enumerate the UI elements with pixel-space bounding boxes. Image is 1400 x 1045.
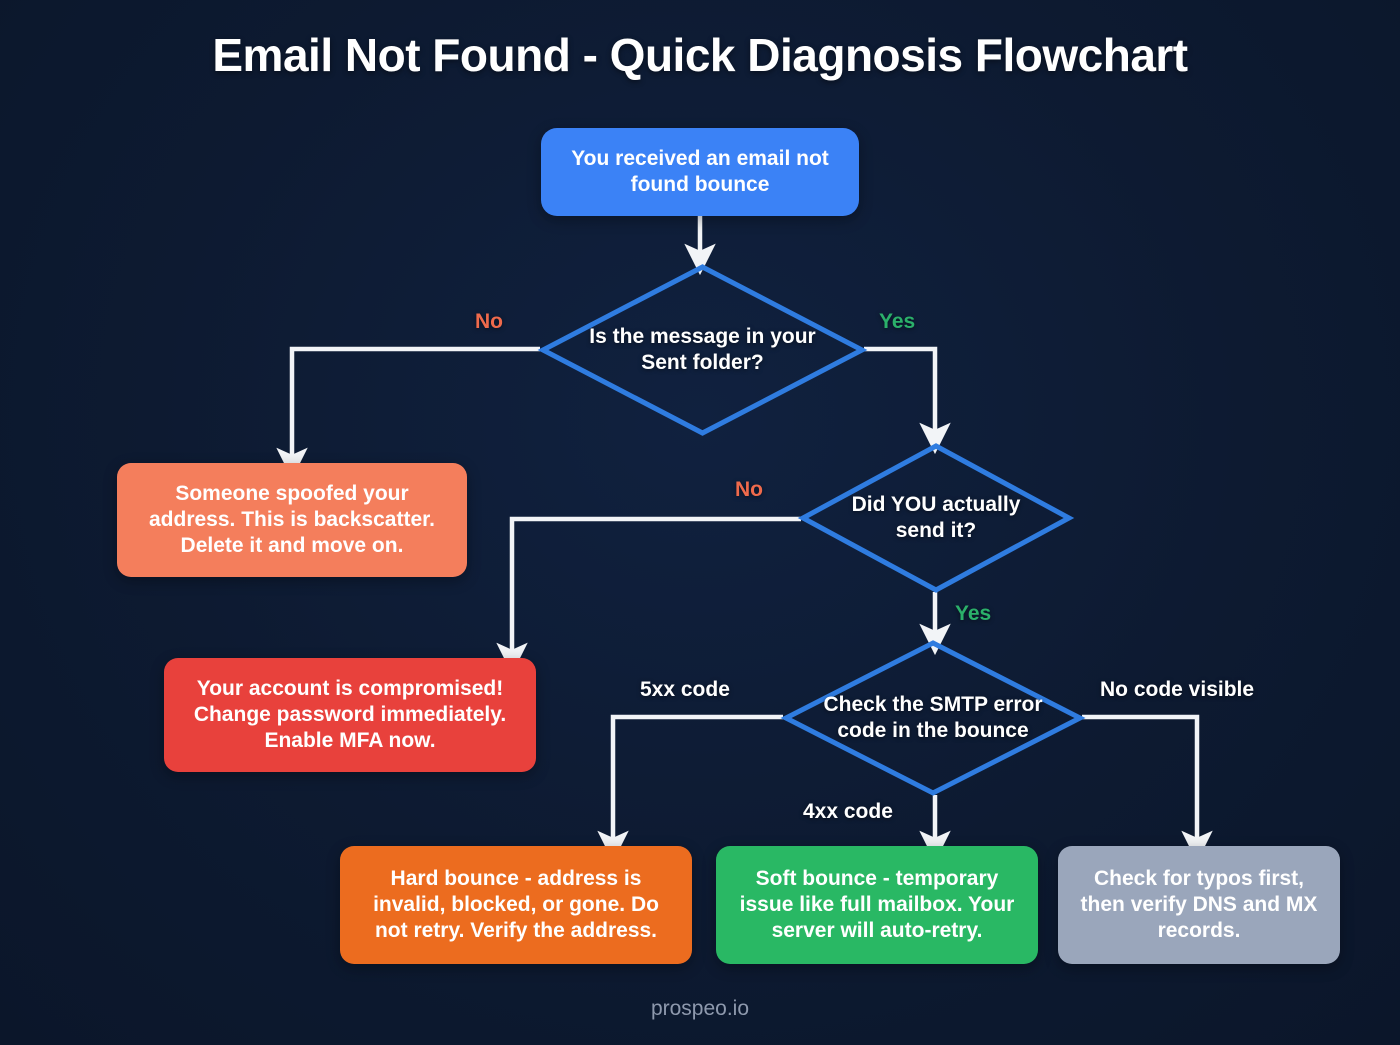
node-spoofed-backscatter-label: Someone spoofed your address. This is ba… xyxy=(149,481,435,558)
edge-label-smtp-5xx: 5xx code xyxy=(640,678,730,701)
edge-label-smtp-4xx: 4xx code xyxy=(803,800,893,823)
node-question-you-sent[interactable]: Did YOU actually send it? xyxy=(797,443,1075,593)
node-question-sent-folder[interactable]: Is the message in your Sent folder? xyxy=(537,264,868,436)
diamond-shape xyxy=(780,640,1086,796)
edge-label-sent-yes: Yes xyxy=(879,310,916,333)
node-spoofed-backscatter[interactable]: Someone spoofed your address. This is ba… xyxy=(117,463,467,577)
edge-label-sent-no: No xyxy=(475,310,503,333)
node-start[interactable]: You received an email not found bounce xyxy=(541,128,859,216)
edge-q-smtp-no-code xyxy=(1082,714,1213,863)
node-question-smtp-code[interactable]: Check the SMTP error code in the bounce xyxy=(780,640,1086,796)
edge-q-you-sent-no xyxy=(496,516,801,675)
edge-q-smtp-5xx xyxy=(597,714,783,863)
node-question-smtp-code-label: Check the SMTP error code in the bounce xyxy=(823,692,1043,742)
node-question-sent-folder-label: Is the message in your Sent folder? xyxy=(589,324,816,374)
edge-label-you-sent-yes: Yes xyxy=(955,602,992,625)
diamond-shape xyxy=(537,264,868,436)
node-start-label: You received an email not found bounce xyxy=(571,146,829,196)
edge-q-sent-no xyxy=(276,346,540,480)
edge-label-smtp-no-code: No code visible xyxy=(1100,678,1255,701)
node-account-compromised-label: Your account is compromised! Change pass… xyxy=(193,676,507,753)
node-question-you-sent-label: Did YOU actually send it? xyxy=(851,492,1021,542)
node-account-compromised[interactable]: Your account is compromised! Change pass… xyxy=(164,658,536,772)
node-check-typos-dns[interactable]: Check for typos first, then verify DNS a… xyxy=(1058,846,1340,964)
page-title: Email Not Found - Quick Diagnosis Flowch… xyxy=(212,29,1188,81)
node-check-typos-dns-label: Check for typos first, then verify DNS a… xyxy=(1080,866,1318,943)
edge-label-you-sent-no: No xyxy=(735,478,763,501)
node-hard-bounce-label: Hard bounce - address is invalid, blocke… xyxy=(373,866,659,943)
footer-watermark: prospeo.io xyxy=(650,997,750,1020)
node-soft-bounce-label: Soft bounce - temporary issue like full … xyxy=(739,866,1015,943)
node-soft-bounce[interactable]: Soft bounce - temporary issue like full … xyxy=(716,846,1038,964)
node-hard-bounce[interactable]: Hard bounce - address is invalid, blocke… xyxy=(340,846,692,964)
diamond-shape xyxy=(797,443,1075,593)
edge-q-sent-yes xyxy=(864,346,951,455)
